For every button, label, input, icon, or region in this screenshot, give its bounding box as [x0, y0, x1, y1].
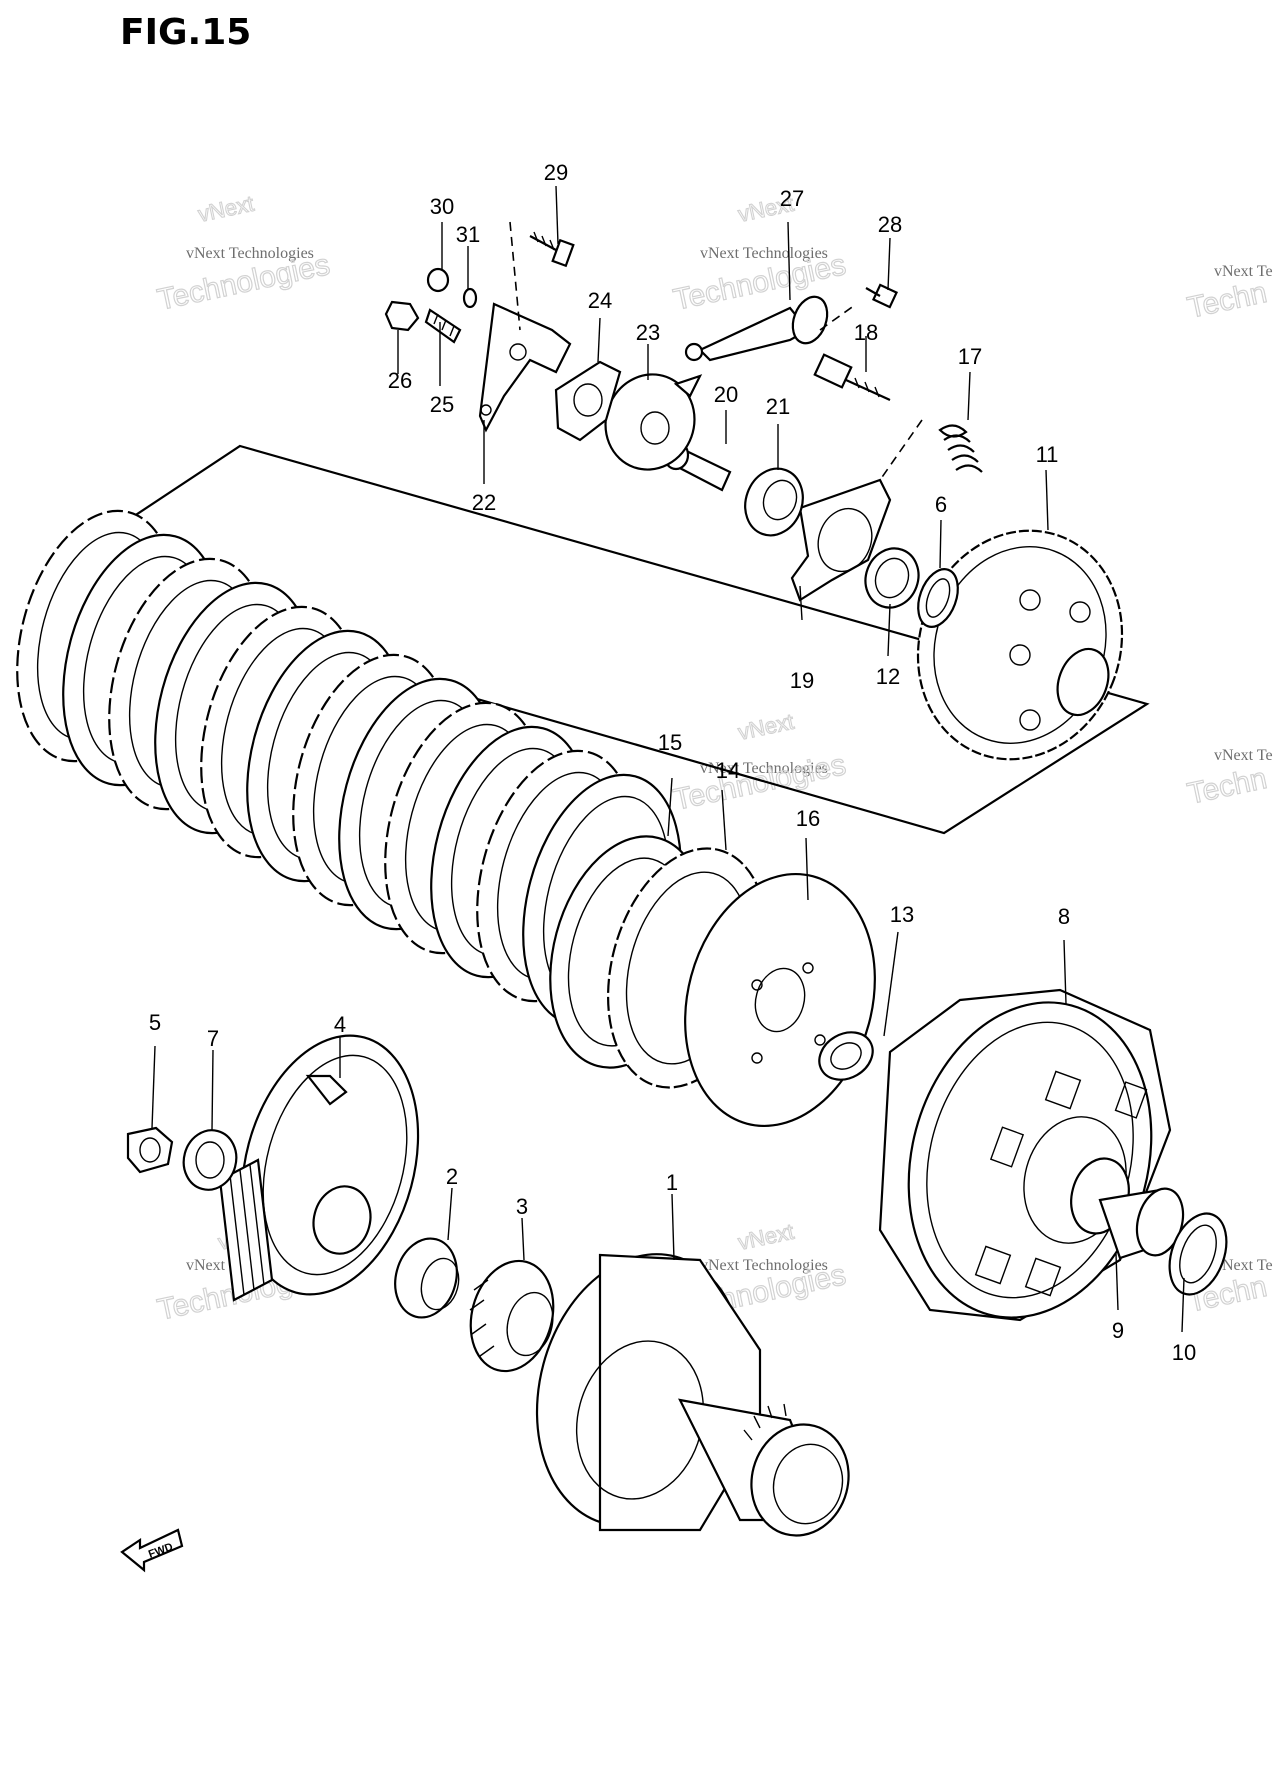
- part-29-bolt: [529, 231, 575, 268]
- part-31-washer: [462, 287, 478, 309]
- part-7-washer: [182, 1129, 238, 1191]
- watermark-top: vNext: [736, 709, 796, 745]
- callout-23: 23: [636, 320, 660, 345]
- watermark-small: vNext Technologies: [700, 245, 828, 262]
- part-17-spring: [938, 424, 983, 473]
- fwd-arrow: FWD: [120, 1528, 184, 1573]
- part-8-clutch-housing: [878, 988, 1172, 1322]
- callout-14: 14: [716, 758, 740, 783]
- callout-9: 9: [1112, 1318, 1124, 1343]
- callout-30: 30: [430, 194, 454, 219]
- callout-8: 8: [1058, 904, 1070, 929]
- part-21-bearing: [744, 467, 804, 537]
- part-13-washer: [818, 1031, 874, 1081]
- callout-7: 7: [207, 1026, 219, 1051]
- part-26-nut: [384, 300, 420, 332]
- part-11-clutch-hub: [916, 529, 1124, 761]
- watermark-big: Techn: [1185, 276, 1270, 325]
- watermark-small: vNext Technologies: [700, 1257, 828, 1274]
- part-30-nut: [426, 267, 450, 293]
- watermark-small: vNext Technologies: [186, 245, 314, 262]
- callout-20: 20: [714, 382, 738, 407]
- callout-26: 26: [388, 368, 412, 393]
- callout-29: 29: [544, 160, 568, 185]
- watermark-top: vNext: [196, 191, 256, 227]
- part-4-clutch-assembly: [218, 1034, 420, 1302]
- callout-22: 22: [472, 490, 496, 515]
- callout-16: 16: [796, 806, 820, 831]
- part-3-needle-bearing: [469, 1259, 555, 1373]
- part-25-stud: [424, 308, 462, 344]
- part-18-bolt: [813, 353, 891, 402]
- callout-27: 27: [780, 186, 804, 211]
- callout-2: 2: [446, 1164, 458, 1189]
- callout-12: 12: [876, 664, 900, 689]
- watermark-small: vNext Te: [1214, 263, 1273, 280]
- part-27-lifter-arm: [684, 295, 829, 362]
- part-2-bearing: [394, 1237, 460, 1319]
- assembly-line: [879, 419, 923, 481]
- callout-4: 4: [334, 1012, 346, 1037]
- callout-31: 31: [456, 222, 480, 247]
- callout-13: 13: [890, 902, 914, 927]
- part-28-screw: [865, 283, 898, 309]
- assembly-line: [509, 221, 521, 331]
- part-19-lifter-plate: [790, 478, 892, 602]
- part-23-cam: [604, 373, 703, 471]
- callout-11: 11: [1036, 442, 1059, 467]
- callout-10: 10: [1172, 1340, 1196, 1365]
- part-1-primary-drive: [535, 1253, 850, 1537]
- callout-28: 28: [878, 212, 902, 237]
- callout-18: 18: [854, 320, 878, 345]
- watermark-small: vNext Te: [1214, 1257, 1273, 1274]
- part-22-bracket: [478, 302, 572, 433]
- callout-21: 21: [766, 394, 790, 419]
- figure-title: FIG.15: [120, 12, 251, 53]
- callout-3: 3: [516, 1194, 528, 1219]
- part-5-nut: [126, 1126, 174, 1174]
- watermark-big: Techn: [1185, 762, 1270, 811]
- callout-19: 19: [790, 668, 814, 693]
- watermark-small: vNext Te: [1214, 747, 1273, 764]
- assembly-line: [819, 304, 856, 331]
- watermark-top: vNext: [736, 1219, 796, 1255]
- callout-24: 24: [588, 288, 612, 313]
- watermark-big: Technologies: [671, 748, 849, 817]
- callout-15: 15: [658, 730, 682, 755]
- callout-5: 5: [149, 1010, 161, 1035]
- callout-25: 25: [430, 392, 454, 417]
- callout-1: 1: [666, 1170, 678, 1195]
- leader-lines: [151, 185, 1185, 1333]
- callout-6: 6: [935, 492, 947, 517]
- part-6-washer: [917, 568, 959, 628]
- callout-17: 17: [958, 344, 982, 369]
- part-24-gasket: [554, 360, 622, 442]
- callout-labels: 1 2 3 4 5 6 7 8 9 10 11 12 13 14 15 16 1…: [149, 160, 1196, 1365]
- part-12-collar: [864, 547, 920, 609]
